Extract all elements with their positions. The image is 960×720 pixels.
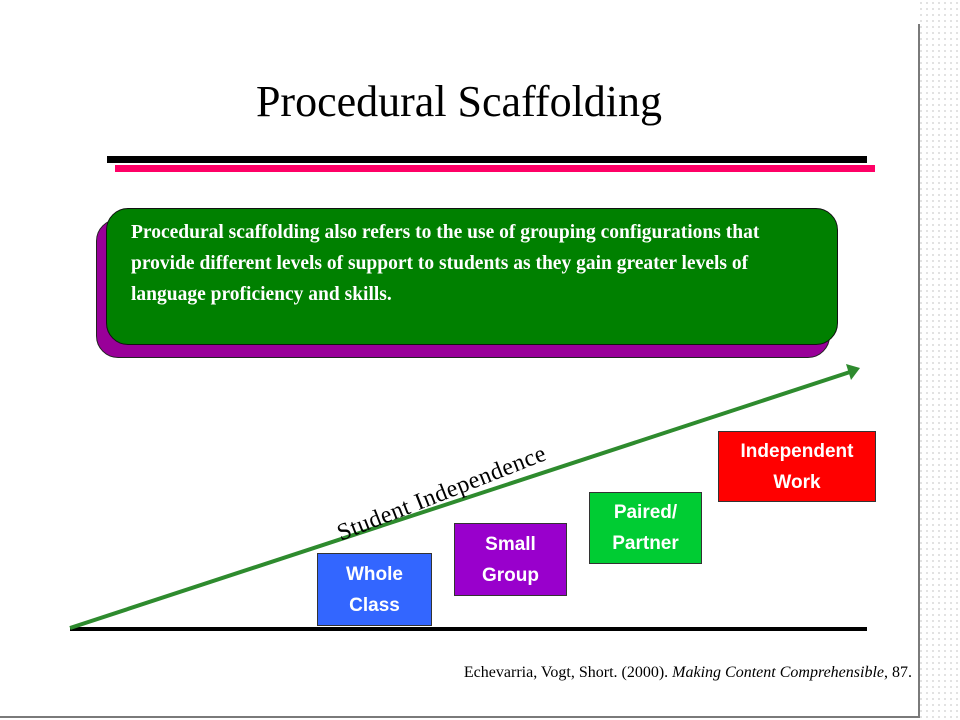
citation-page: , 87. xyxy=(884,664,912,681)
callout-box: Procedural scaffolding also refers to th… xyxy=(106,208,838,345)
step-paired-partner: Paired/ Partner xyxy=(589,492,702,564)
step-small-group: Small Group xyxy=(454,523,567,596)
baseline xyxy=(70,627,867,631)
arrow-shaft xyxy=(69,370,851,630)
title-rule-pink xyxy=(115,165,875,172)
title-rule-black xyxy=(107,156,867,163)
slide-border-right xyxy=(918,24,920,718)
step-independent-work: Independent Work xyxy=(718,431,876,502)
citation-authors: Echevarria, Vogt, Short. (2000). xyxy=(463,664,673,681)
callout-text: Procedural scaffolding also refers to th… xyxy=(131,222,760,305)
step-label: Paired/ Partner xyxy=(612,502,679,554)
step-label: Whole Class xyxy=(346,563,403,616)
citation-book-title: Making Content Comprehensible xyxy=(672,664,884,681)
citation: Echevarria, Vogt, Short. (2000). Making … xyxy=(464,664,912,682)
step-label: Small Group xyxy=(482,533,539,586)
slide-border-bottom xyxy=(0,716,920,718)
arrow-head-icon xyxy=(846,364,860,380)
slide xyxy=(0,0,918,716)
slide-title: Procedural Scaffolding xyxy=(255,77,663,126)
step-label: Independent Work xyxy=(740,440,854,493)
step-whole-class: Whole Class xyxy=(317,553,432,626)
